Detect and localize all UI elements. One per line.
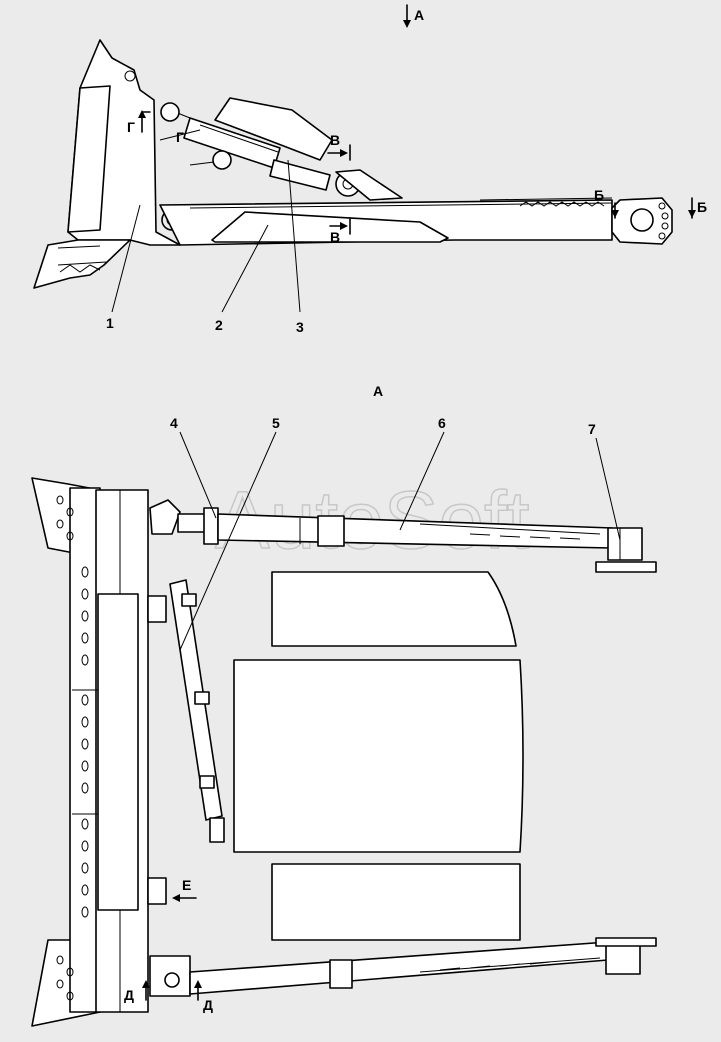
callout-4: 4 xyxy=(170,415,178,431)
side-view: А xyxy=(33,4,707,335)
section-e-label: Е xyxy=(182,877,191,893)
section-v-marker: В В xyxy=(327,132,351,245)
brace-cylinder xyxy=(169,579,225,843)
callout-2: 2 xyxy=(215,317,223,333)
view-a-arrow: А xyxy=(403,4,424,28)
section-v-label-2: В xyxy=(330,229,340,245)
callout-5: 5 xyxy=(272,415,280,431)
callout-1: 1 xyxy=(106,315,114,331)
tilt-cylinder-side xyxy=(159,97,403,201)
section-g-marker: Г Г xyxy=(127,110,184,145)
callout-3: 3 xyxy=(296,319,304,335)
blade-side xyxy=(33,39,183,289)
push-frame-side xyxy=(159,197,673,246)
section-e-marker: Е xyxy=(172,877,197,902)
top-callouts: 4 5 6 7 xyxy=(170,415,621,651)
section-v-label: В xyxy=(330,132,340,148)
section-b-marker: Б Б xyxy=(594,187,707,219)
blade-plan xyxy=(31,477,167,1027)
blade-holes xyxy=(56,495,89,1001)
tractor-outline xyxy=(233,571,524,941)
section-d-label: Д xyxy=(124,987,134,1003)
section-g-label-2: Г xyxy=(176,129,184,145)
view-a-title: А xyxy=(373,383,383,399)
callout-7: 7 xyxy=(588,421,596,437)
side-callouts: 1 2 3 xyxy=(106,159,304,335)
section-d-marker: Д Д xyxy=(124,980,213,1013)
section-g-label: Г xyxy=(127,119,135,135)
view-a-arrow-label: А xyxy=(414,7,424,23)
upper-arm-assembly xyxy=(149,499,657,573)
section-d-label-2: Д xyxy=(203,997,213,1013)
lower-arm-assembly xyxy=(149,937,657,997)
section-b-label: Б xyxy=(594,187,604,203)
section-b-label-2: Б xyxy=(697,199,707,215)
top-view-a: А xyxy=(31,383,657,1027)
callout-6: 6 xyxy=(438,415,446,431)
